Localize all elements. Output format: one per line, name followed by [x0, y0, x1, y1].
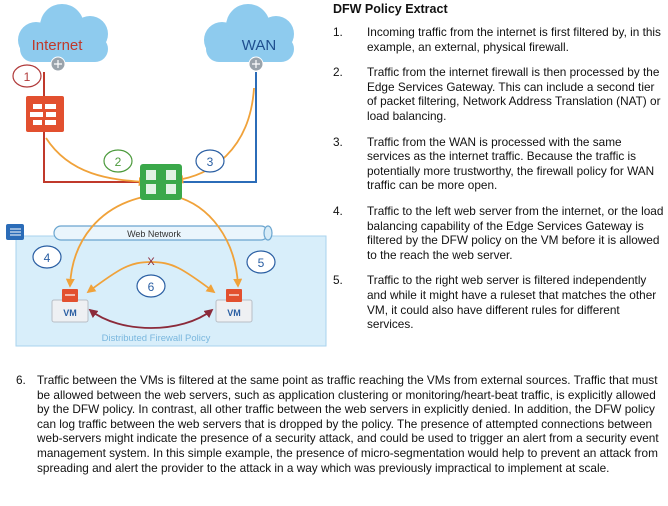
wan-to-edge-line: [176, 72, 257, 183]
step-text: Traffic to the right web server is filte…: [367, 273, 657, 332]
step-text: Incoming traffic from the internet is fi…: [367, 25, 661, 54]
policy-extract-panel: DFW Policy Extract 1. Incoming traffic f…: [333, 2, 665, 332]
marker-4: 4: [32, 245, 62, 269]
step-text: Traffic from the internet firewall is th…: [367, 65, 661, 123]
svg-text:2: 2: [115, 155, 122, 169]
vm-left-label: VM: [63, 308, 77, 318]
marker-6: 6: [136, 274, 166, 298]
panel-title: DFW Policy Extract: [333, 2, 448, 16]
document-icon: [6, 224, 24, 240]
step-6-paragraph: 6. Traffic between the VMs is filtered a…: [16, 373, 664, 475]
step-item: 4. Traffic to the left web server from t…: [333, 204, 665, 262]
svg-text:1: 1: [24, 70, 31, 84]
flow-internet-to-edge: [45, 137, 148, 187]
svg-text:6: 6: [148, 280, 155, 294]
svg-text:4: 4: [44, 251, 51, 265]
step-item: 3. Traffic from the WAN is processed wit…: [333, 135, 665, 193]
step-item: 2. Traffic from the internet firewall is…: [333, 65, 665, 123]
wan-label: WAN: [242, 37, 276, 54]
step-number: 3.: [333, 134, 343, 149]
step-number: 1.: [333, 25, 343, 39]
marker-2: 2: [103, 149, 133, 173]
wan-cloud: [204, 4, 294, 62]
dfw-policy-label: Distributed Firewall Policy: [102, 333, 211, 344]
marker-5: 5: [246, 250, 276, 274]
svg-text:5: 5: [258, 256, 265, 270]
router-icon-internet: [50, 56, 66, 72]
vm-link-top: [86, 261, 216, 294]
edge-gateway-icon: [140, 164, 182, 200]
vm-right: [215, 289, 253, 323]
web-network-label: Web Network: [127, 229, 181, 239]
step-number: 4.: [333, 203, 343, 218]
step-text: Traffic from the WAN is processed with t…: [367, 134, 655, 193]
marker-1: 1: [12, 64, 42, 88]
flow-edge-to-left-vm: [65, 195, 149, 288]
flow-wan-to-edge: [174, 87, 255, 184]
step-number: 5.: [333, 273, 343, 288]
vm-left: [51, 289, 89, 323]
dfw-diagram: Distributed Firewall Policy Web Network …: [6, 4, 327, 347]
web-network-tube: [53, 225, 273, 241]
vm-link-bottom: [88, 308, 214, 329]
firewall-to-edge-line: [43, 132, 144, 183]
step-number: 6.: [16, 373, 26, 387]
step-text: Traffic between the VMs is filtered at t…: [37, 373, 659, 475]
steps-list: 1. Incoming traffic from the internet is…: [333, 25, 665, 332]
internet-label: Internet: [32, 37, 84, 54]
internet-cloud: [18, 4, 108, 62]
svg-text:3: 3: [207, 155, 214, 169]
step-number: 2.: [333, 65, 343, 80]
vm-right-label: VM: [227, 308, 241, 318]
marker-3: 3: [195, 149, 225, 173]
step-item: 5. Traffic to the right web server is fi…: [333, 273, 665, 331]
flow-edge-to-right-vm: [173, 195, 243, 288]
step-item: 1. Incoming traffic from the internet is…: [333, 25, 665, 54]
router-icon-wan: [248, 56, 264, 72]
blocked-x: X: [147, 256, 155, 268]
physical-firewall-icon: [26, 96, 64, 132]
step-text: Traffic to the left web server from the …: [367, 203, 664, 262]
